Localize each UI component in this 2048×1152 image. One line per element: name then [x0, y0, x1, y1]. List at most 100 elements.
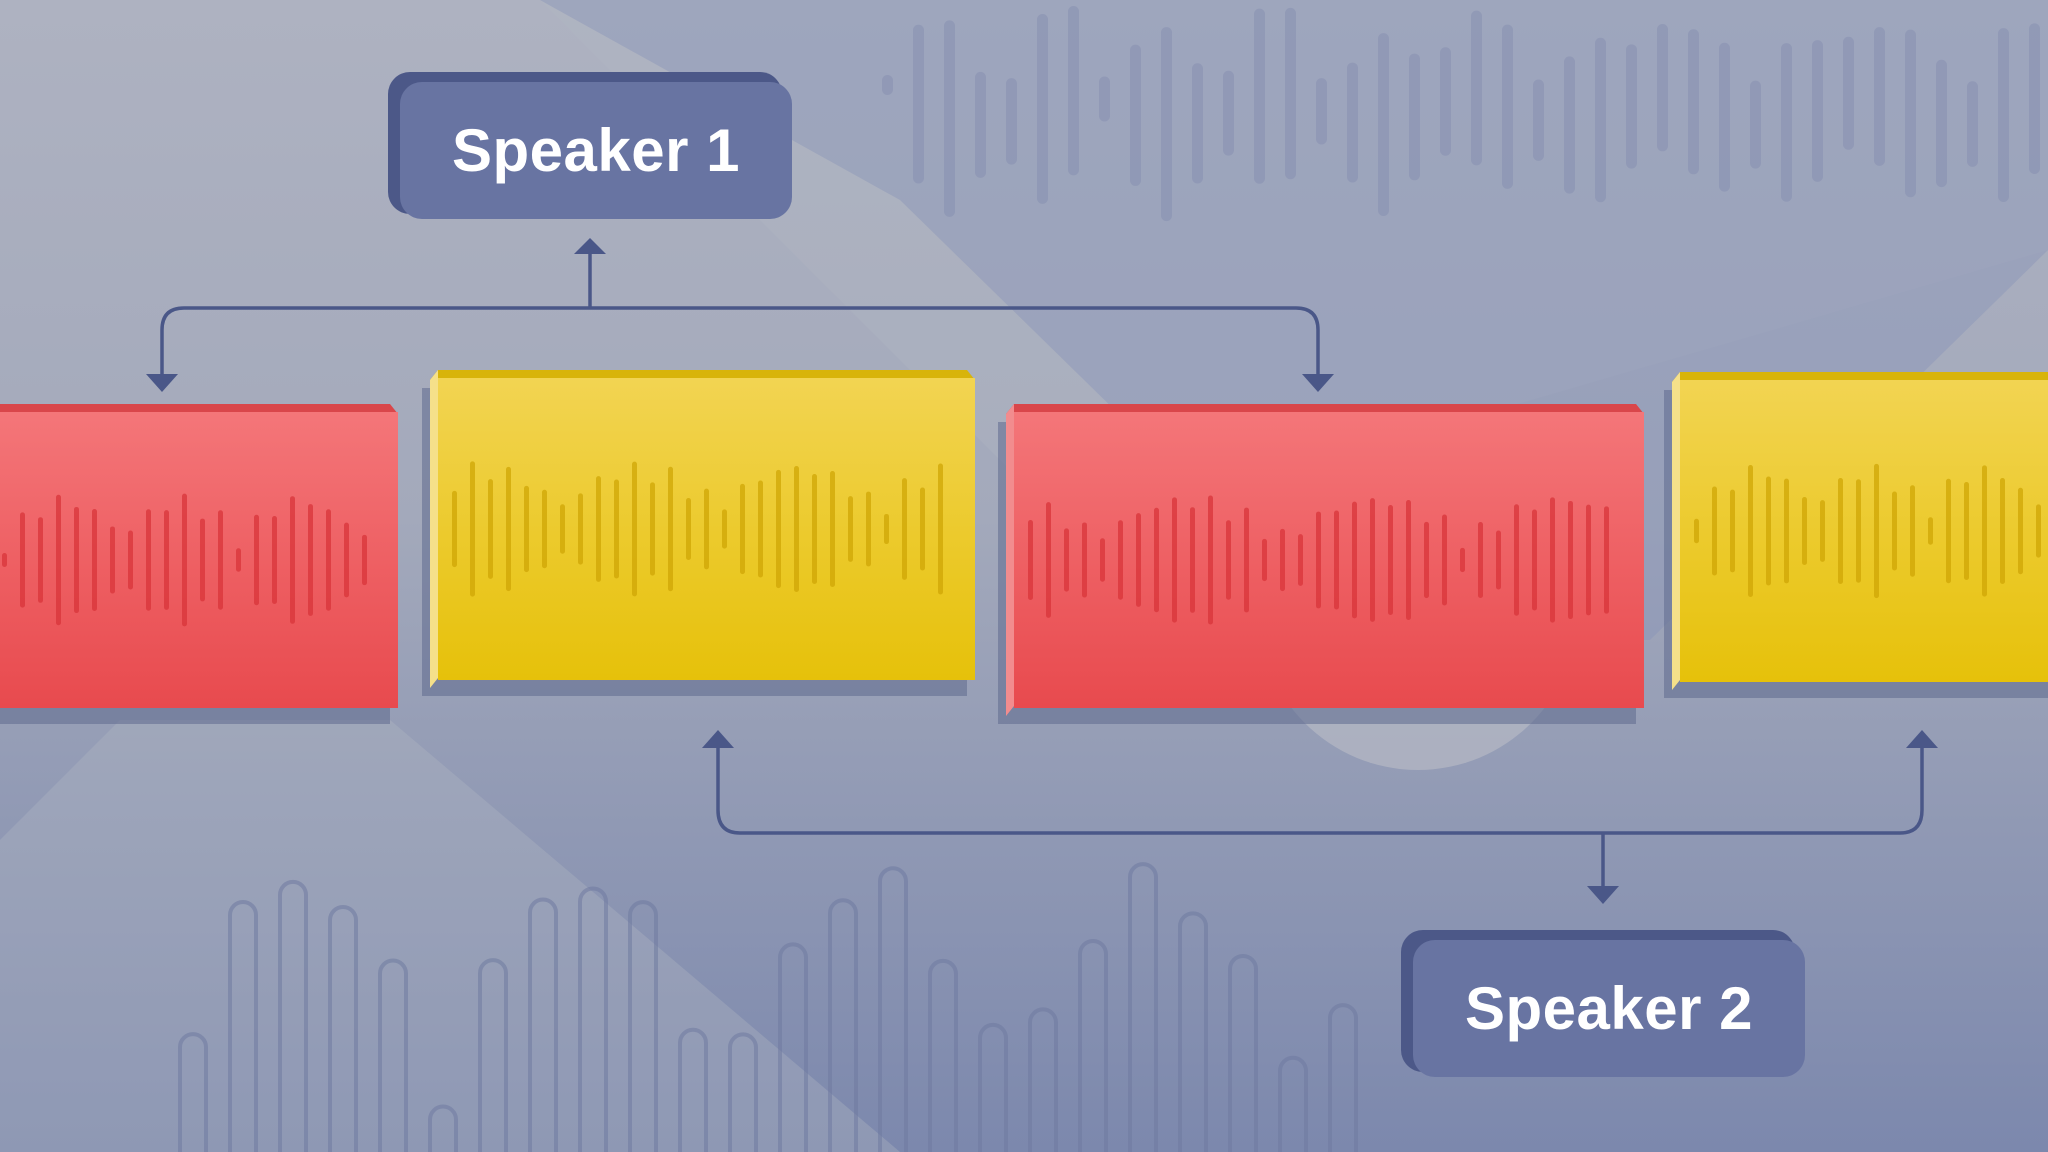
waveform-bar	[1550, 497, 1555, 623]
waveform-bar	[1154, 507, 1159, 613]
background-wave-bar	[1595, 37, 1606, 203]
waveform-bar	[1406, 500, 1411, 620]
background-wave-bar	[913, 24, 924, 184]
waveform-bar	[362, 534, 367, 586]
waveform-bar	[1316, 511, 1321, 609]
waveform-bar	[1802, 496, 1807, 566]
background-wave-capsule	[528, 897, 558, 1152]
waveform-bar	[1082, 522, 1087, 598]
arrowhead-down-speaker-2	[1587, 886, 1619, 904]
waveform-bar	[866, 491, 871, 567]
background-wave-bar	[944, 20, 955, 217]
speaker-2-connector	[716, 745, 1924, 890]
audio-timeline	[0, 370, 2048, 724]
background-wave-bar	[1347, 62, 1358, 183]
waveform-bar	[92, 509, 97, 611]
waveform-bar	[1028, 520, 1033, 600]
background-wave-bar	[1998, 28, 2009, 202]
background-wave-bar	[1936, 59, 1947, 188]
background-wave-bar	[1843, 36, 1854, 150]
waveform-bar	[1982, 465, 1987, 597]
segment-left-edge	[1006, 404, 1014, 716]
waveform-bar	[1964, 481, 1969, 581]
background-wave-capsule	[378, 958, 408, 1152]
audio-segment-speaker-2	[1664, 372, 2048, 698]
waveform-bar	[20, 512, 25, 608]
waveform-bar	[1334, 510, 1339, 610]
waveform-bar	[1280, 528, 1285, 592]
waveform-bar	[632, 461, 637, 597]
audio-segment-speaker-1	[0, 404, 398, 724]
waveform-bar	[128, 530, 133, 590]
audio-segment-speaker-1	[998, 404, 1644, 724]
waveform-bar	[506, 466, 511, 592]
waveform-bar	[1046, 502, 1051, 618]
background-wave-capsule	[1178, 911, 1208, 1152]
background-waveform-bottom	[178, 862, 1358, 1152]
arrowhead-up-speaker-1	[574, 238, 606, 254]
background-wave-bar	[1192, 63, 1203, 184]
waveform-bar	[56, 494, 61, 626]
background-wave-capsule	[578, 886, 608, 1152]
background-wave-capsule	[678, 1027, 708, 1152]
waveform-bar	[254, 514, 259, 606]
waveform-bar	[2000, 478, 2005, 584]
waveform-bar	[560, 504, 565, 554]
waveform-bar	[1586, 504, 1591, 616]
background-wave-bar	[1316, 78, 1327, 145]
background-wave-bar	[1874, 27, 1885, 166]
waveform-bar	[272, 515, 277, 605]
background-wave-capsule	[478, 958, 508, 1152]
background-wave-bar	[975, 71, 986, 178]
waveform-bar	[1928, 517, 1933, 545]
waveform-bar	[1712, 486, 1717, 576]
background-wave-bar	[1688, 29, 1699, 175]
background-wave-capsule	[428, 1104, 458, 1152]
waveform-bar	[308, 504, 313, 616]
waveform-bar	[1244, 507, 1249, 613]
background-wave-capsule	[1128, 862, 1158, 1152]
waveform-bar	[290, 496, 295, 624]
background-wave-bar	[1037, 14, 1048, 204]
waveform-bar	[1370, 498, 1375, 622]
waveform-bar	[884, 513, 889, 545]
waveform-bar	[452, 490, 457, 568]
background-wave-capsule	[1228, 953, 1258, 1152]
background-wave-bar	[1967, 81, 1978, 167]
background-wave-capsule	[928, 958, 958, 1152]
background-wave-bar	[1533, 79, 1544, 161]
waveform-bar	[704, 488, 709, 570]
background-wave-bar	[1006, 78, 1017, 165]
waveform-bar	[686, 497, 691, 561]
waveform-bar	[920, 487, 925, 571]
waveform-bar	[1388, 505, 1393, 615]
waveform-bar	[1136, 513, 1141, 607]
waveform-bar	[2, 553, 7, 567]
waveform-bar	[74, 506, 79, 614]
waveform-bar	[722, 509, 727, 549]
background-wave-capsule	[228, 900, 258, 1152]
waveform-bar	[1838, 477, 1843, 585]
background-wave-bar	[1409, 53, 1420, 181]
waveform-bar	[1766, 476, 1771, 586]
background-wave-bar	[1471, 10, 1482, 166]
speaker-2-box	[1401, 930, 1805, 1077]
waveform-bar	[812, 473, 817, 585]
waveform-bar	[1820, 500, 1825, 562]
waveform-bar	[488, 479, 493, 579]
waveform-bar	[596, 476, 601, 582]
waveform-bar	[236, 548, 241, 572]
speaker-2-label-text: Speaker 2	[1464, 975, 1754, 1042]
waveform-bar	[650, 482, 655, 576]
background-wave-bar	[1564, 56, 1575, 194]
arrowhead-up-left	[702, 730, 734, 748]
background-wave-bar	[1626, 44, 1637, 169]
waveform-bar	[1910, 485, 1915, 577]
background-wave-capsule	[828, 898, 858, 1152]
background-wave-capsule	[628, 900, 658, 1152]
segment-top-edge	[0, 404, 398, 414]
waveform-bar	[1946, 478, 1951, 584]
speaker-1-label-text: Speaker 1	[451, 117, 741, 184]
background-wave-capsule	[1328, 1003, 1358, 1152]
